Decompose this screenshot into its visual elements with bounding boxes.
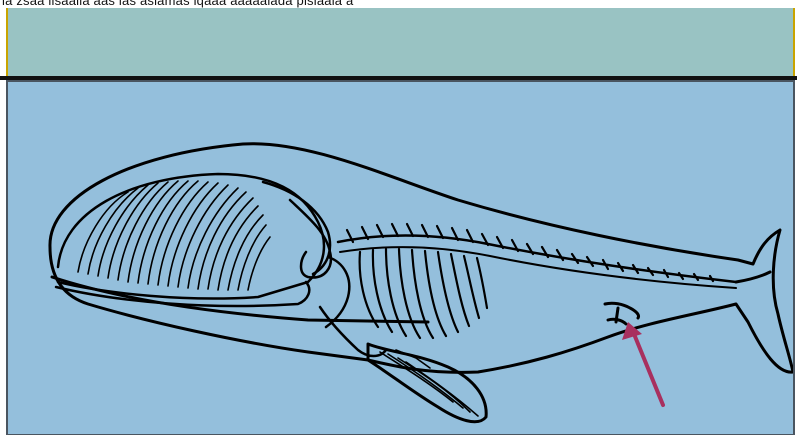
vertebral-column: [338, 235, 736, 282]
whale-skeleton-illustration: [8, 82, 793, 434]
tail-fluke: [736, 272, 770, 282]
whale-body-outline: [50, 144, 793, 373]
cropped-top-text-line: ia zsaa ilsaalla aas ias aslamas iqaaa a…: [2, 0, 353, 8]
baleen-plates: [78, 181, 270, 290]
header-band: [6, 8, 795, 76]
arrow-up-left-icon: [622, 322, 663, 405]
vestigial-pelvis-bone: [605, 303, 639, 324]
cropped-top-text: ia zsaa ilsaalla aas ias aslamas iqaaa a…: [0, 0, 797, 8]
skull-outline: [58, 174, 324, 299]
upper-arm-bone: [320, 307, 386, 356]
whale-skeleton-figure: [6, 80, 795, 436]
rib-cage: [360, 249, 487, 338]
